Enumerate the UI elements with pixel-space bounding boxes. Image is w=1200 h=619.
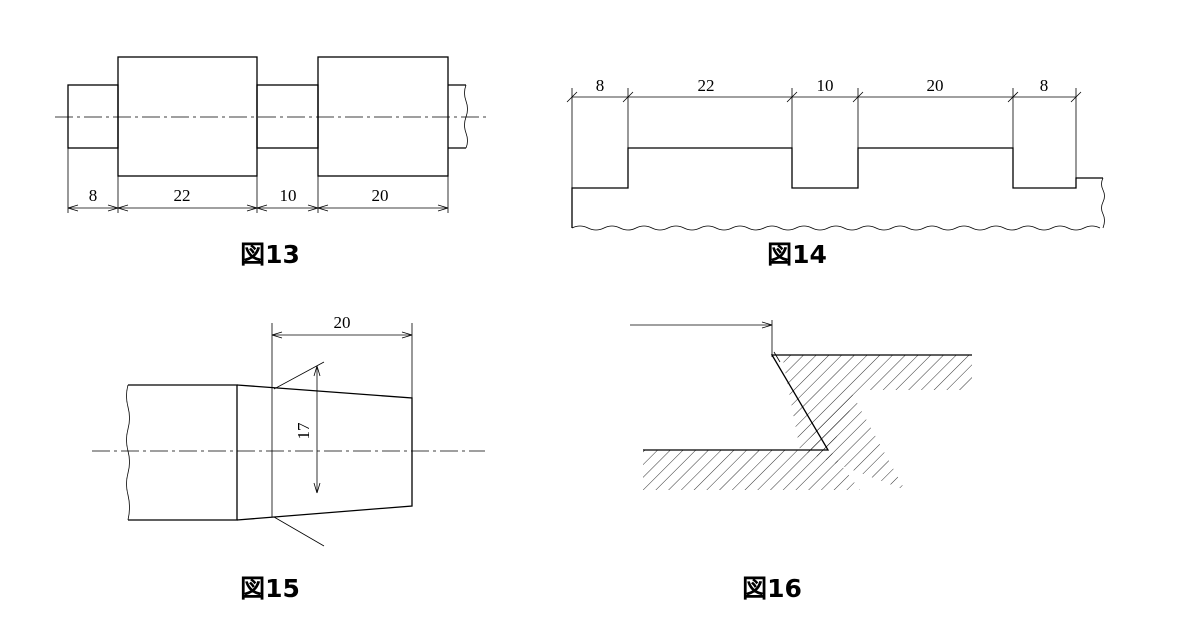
break-line-right — [1101, 177, 1105, 229]
extension-lines — [571, 88, 1077, 188]
diameter-arrows — [313, 365, 321, 494]
cylinder-body — [128, 384, 238, 521]
dim-text-3: 10 — [817, 76, 834, 95]
diameter-extension-lines — [273, 361, 325, 547]
dimension-arrows — [67, 204, 449, 212]
dim-text-1: 8 — [89, 186, 98, 205]
taper-body — [236, 384, 413, 521]
dim-text-2: 22 — [698, 76, 715, 95]
dimension-arrow — [761, 321, 773, 329]
dim-text-2: 22 — [174, 186, 191, 205]
dim-text-4: 20 — [927, 76, 944, 95]
figure-caption: 図13 — [240, 240, 300, 269]
figure-caption: 図16 — [742, 574, 802, 603]
figure-14: 8 22 10 20 8 図14 — [566, 76, 1105, 269]
shaft-step-3 — [448, 84, 466, 149]
extension-lines — [67, 148, 449, 213]
corner-mark — [773, 351, 781, 363]
dim-text-1: 8 — [596, 76, 605, 95]
dim-text-4: 20 — [372, 186, 389, 205]
dim-text-3: 10 — [280, 186, 297, 205]
dimension-ticks — [566, 91, 1082, 103]
dovetail-hatch — [800, 390, 905, 490]
extension-lines — [271, 323, 413, 517]
shaft-step-1 — [67, 84, 119, 149]
shaft-collar-1 — [117, 56, 258, 177]
grooved-profile — [571, 147, 1103, 228]
break-line-bottom — [571, 225, 1101, 231]
dovetail-profile — [643, 354, 972, 451]
figure-16: 図16 — [630, 320, 972, 603]
upper-hatch — [782, 355, 972, 450]
shaft-step-2 — [256, 84, 319, 149]
break-line — [126, 384, 130, 521]
dim-text-length: 20 — [334, 313, 351, 332]
shaft-collar-2 — [317, 56, 449, 177]
figure-caption: 図15 — [240, 574, 300, 603]
break-line — [464, 84, 468, 149]
figure-13: 8 22 10 20 図13 — [55, 56, 488, 269]
dimension-arrows — [271, 331, 413, 339]
dim-text-diameter: 17 — [294, 422, 313, 440]
figure-caption: 図14 — [767, 240, 827, 269]
figure-15: 20 17 図15 — [92, 313, 485, 603]
dim-text-5: 8 — [1040, 76, 1049, 95]
lower-hatch — [643, 450, 860, 490]
